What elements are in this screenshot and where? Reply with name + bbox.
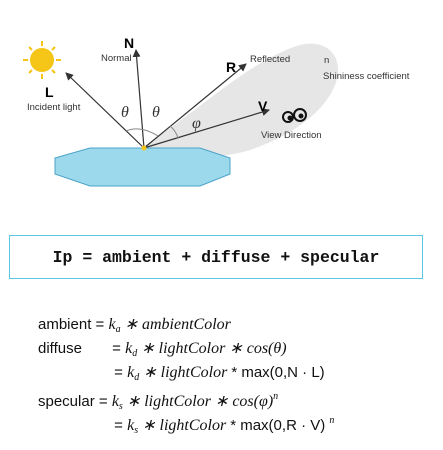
kd2: k (127, 364, 135, 381)
specular-rest-2b: * max(0,R · V) (230, 417, 330, 434)
reflected-letter: R (226, 59, 236, 75)
phong-reflection-diagram: N Normal L Incident light R Reflected V … (23, 35, 410, 187)
diffuse-rest-2b: * max(0,N · L) (231, 364, 325, 381)
phong-formula: Ip = ambient + diffuse + specular (52, 247, 380, 267)
theta-arc (125, 128, 159, 137)
specular-exp-1: n (273, 391, 279, 402)
kd: k (125, 340, 133, 357)
eye-icon (282, 108, 307, 123)
ka-sub: a (115, 324, 121, 335)
ks: k (111, 393, 119, 410)
ambient-equation: ambient = ka ∗ ambientColor (38, 313, 438, 337)
sun-icon (23, 41, 61, 79)
diffuse-equation-2: = kd ∗ lightColor * max(0,N · L) (38, 361, 438, 385)
ks-sub: s (118, 401, 123, 412)
specular-exp-2: n (329, 415, 335, 426)
shininess-label: Shininess coefficient (323, 71, 410, 82)
specular-rest-1: ∗ lightColor ∗ cos(φ) (122, 393, 274, 410)
normal-label: Normal (101, 53, 132, 64)
diffuse-line2-eq: = (114, 364, 123, 381)
phi-arc (169, 125, 179, 139)
diffuse-eq: = (112, 340, 121, 357)
normal-vector (132, 49, 145, 149)
diffuse-name: diffuse (38, 340, 82, 357)
ka: k (108, 316, 116, 333)
specular-equation-2: = ks ∗ lightColor * max(0,R · V) n (38, 409, 438, 436)
specular-rest-2a: ∗ lightColor (138, 417, 231, 434)
diffuse-rest-2a: ∗ lightColor (139, 364, 232, 381)
phi-label: φ (192, 115, 201, 132)
view-letter: V (258, 98, 268, 114)
specular-line2-eq: = (114, 417, 123, 434)
ks2-sub: s (134, 425, 139, 436)
specular-name: specular (38, 393, 95, 410)
shininess-letter: n (324, 55, 329, 66)
ambient-rest: ∗ ambientColor (120, 316, 231, 333)
view-label: View Direction (261, 130, 322, 141)
ks2: k (127, 417, 135, 434)
ambient-eq: = (95, 316, 105, 333)
specular-equation-1: specular = ks ∗ lightColor ∗ cos(φ)n (38, 385, 438, 412)
theta-right-label: θ (152, 104, 160, 121)
ambient-name: ambient (38, 316, 92, 333)
view-vector (143, 108, 270, 149)
theta-left-label: θ (121, 104, 129, 121)
contact-point (141, 145, 147, 151)
reflected-vector (143, 63, 247, 149)
diffuse-rest-1: ∗ lightColor ∗ cos(θ) (137, 340, 287, 357)
reflected-label: Reflected (250, 54, 290, 65)
surface (54, 147, 231, 187)
equations-block: ambient = ka ∗ ambientColor diffuse = kd… (38, 313, 438, 436)
normal-letter: N (124, 35, 134, 51)
specular-eq: = (98, 393, 108, 410)
specular-lobe (144, 43, 339, 158)
kd-sub: d (132, 348, 138, 359)
phong-formula-box: Ip = ambient + diffuse + specular (9, 235, 423, 279)
light-letter: L (45, 84, 54, 100)
diffuse-equation-1: diffuse = kd ∗ lightColor ∗ cos(θ) (38, 337, 438, 361)
kd2-sub: d (134, 372, 140, 383)
light-vector (65, 72, 145, 149)
light-label: Incident light (27, 102, 81, 113)
